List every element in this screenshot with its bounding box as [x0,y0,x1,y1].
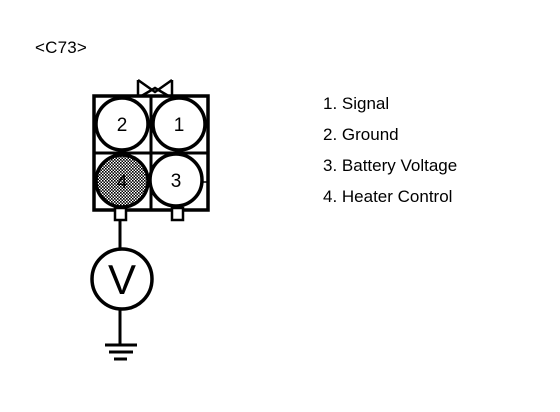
pin-1-number: 1 [174,115,185,136]
pin-2-number: 2 [117,115,128,136]
pin-4: 4 [94,153,150,209]
connector-id-label: <C73> [35,38,88,57]
pin-2: 2 [94,96,150,152]
pin-legend: 1. Signal 2. Ground 3. Battery Voltage 4… [323,88,457,212]
pin-4-number: 4 [117,172,128,193]
terminal-tab-right [170,206,185,222]
pin-1: 1 [151,96,207,152]
terminal-tab-left [113,206,128,222]
legend-item-ground: 2. Ground [323,125,399,144]
legend-item-signal: 1. Signal [323,94,390,113]
pin-3-number: 3 [171,171,182,192]
legend-item-battery-voltage: 3. Battery Voltage [323,156,458,175]
legend-item-heater-control: 4. Heater Control [323,187,453,206]
pin-3: 3 [148,152,204,208]
voltmeter-label: V [108,256,136,303]
voltmeter-icon: V [90,247,154,311]
ground-icon [105,343,137,361]
